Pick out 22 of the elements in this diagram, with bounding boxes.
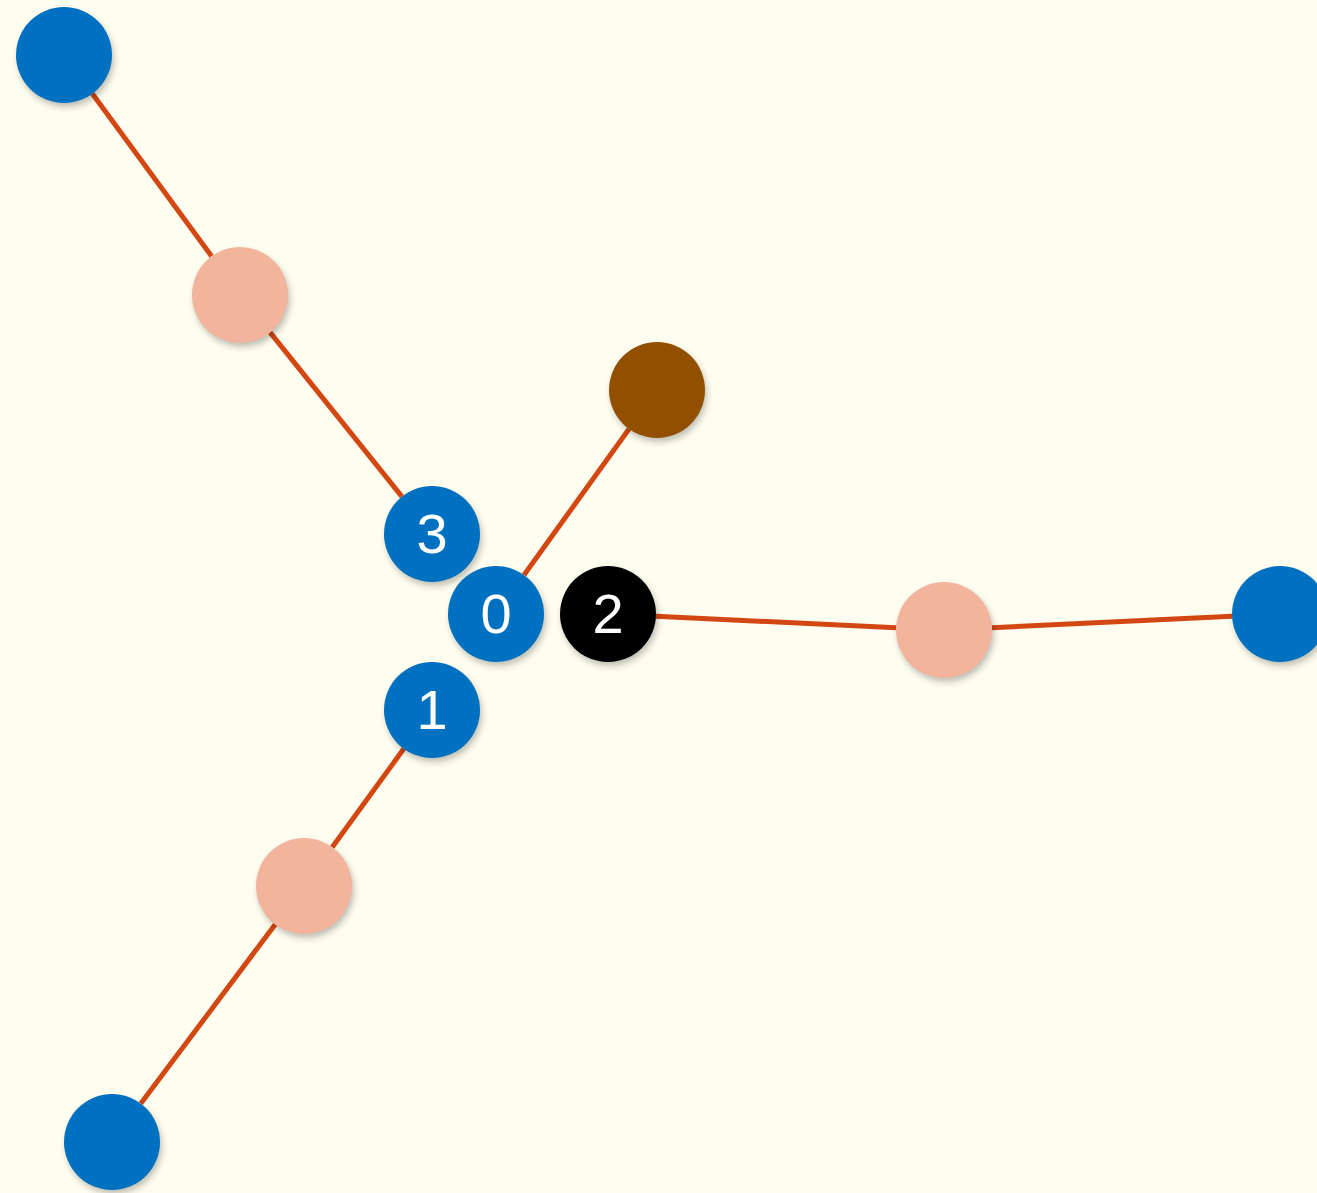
connector-line — [522, 427, 631, 577]
numbered-circle — [384, 486, 480, 582]
numbered-circle — [560, 566, 656, 662]
node-number: 3 — [416, 506, 448, 562]
connector-line — [90, 92, 214, 258]
connector-line — [991, 613, 1233, 631]
node-number: 2 — [592, 586, 624, 642]
connector-line — [330, 747, 406, 849]
connector-line — [138, 922, 278, 1106]
connector-line — [655, 613, 897, 631]
numbered-circle — [448, 566, 544, 662]
circle-node — [256, 838, 352, 934]
circle-node — [192, 247, 288, 343]
circle-node — [64, 1094, 160, 1190]
numbered-circle — [384, 662, 480, 758]
connector-line — [268, 330, 404, 499]
circle-node — [896, 582, 992, 678]
circle-node — [16, 7, 112, 103]
node-number: 0 — [480, 586, 512, 642]
node-number: 1 — [416, 682, 448, 738]
circle-node — [609, 342, 705, 438]
circle-node — [1232, 566, 1317, 662]
